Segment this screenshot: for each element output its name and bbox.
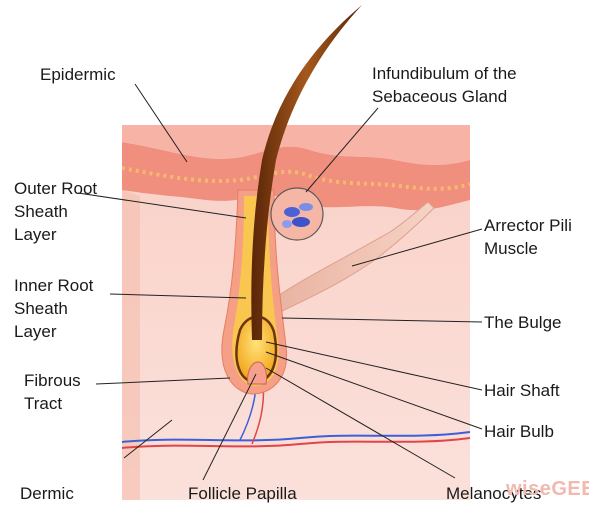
label-inner-root-line2: Sheath (14, 299, 68, 318)
label-dermic-text: Dermic (20, 484, 74, 503)
label-infundibulum-line1: Infundibulum of the (372, 64, 517, 83)
vein-red (121, 437, 471, 449)
epidermis-cell-band (121, 166, 471, 191)
leader-arrector (351, 228, 483, 267)
leader-lines (77, 83, 483, 481)
leader-epidermic (134, 83, 188, 163)
sebaceous-gland (270, 187, 324, 241)
leader-inner-root (109, 293, 247, 299)
hair-shaft (251, 5, 362, 340)
label-arrector-line1: Arrector Pili (484, 216, 572, 235)
label-inner-root-line1: Inner Root (14, 276, 94, 295)
label-follicle-papilla-text: Follicle Papilla (188, 484, 297, 503)
leader-bulge (281, 317, 483, 323)
label-epidermic: Epidermic (40, 63, 116, 86)
leader-melanocytes (265, 367, 456, 479)
arrector-pili-muscle (271, 201, 435, 313)
label-inner-root-sheath: Inner Root Sheath Layer (14, 274, 93, 343)
label-arrector-pili: Arrector Pili Muscle (484, 214, 572, 260)
label-the-bulge: The Bulge (484, 311, 562, 334)
dermis-edge-shade (122, 190, 140, 500)
label-arrector-line2: Muscle (484, 239, 538, 258)
leader-hair-shaft (265, 341, 483, 391)
leader-infundibulum (305, 107, 379, 193)
label-outer-root-sheath: Outer Root Sheath Layer (14, 177, 97, 246)
leader-follicle-papilla (202, 373, 257, 481)
label-follicle-papilla: Follicle Papilla (188, 482, 297, 505)
label-infundibulum-line2: Sebaceous Gland (372, 87, 508, 106)
blood-vessels (121, 371, 471, 449)
follicle-papilla (247, 361, 267, 385)
label-outer-root-line2: Sheath (14, 202, 68, 221)
label-bulge-text: The Bulge (484, 313, 562, 332)
leader-hair-bulb (265, 351, 483, 430)
label-fibrous-line2: Tract (24, 394, 63, 413)
epidermis-top (122, 125, 470, 165)
label-hair-bulb-text: Hair Bulb (484, 422, 554, 441)
label-hair-bulb: Hair Bulb (484, 420, 554, 443)
label-melanocytes: Melanocytes (446, 482, 541, 505)
label-dermic: Dermic (20, 482, 74, 505)
label-fibrous-line1: Fibrous (24, 371, 81, 390)
label-epidermic-text: Epidermic (40, 65, 116, 84)
label-outer-root-line3: Layer (14, 225, 57, 244)
label-infundibulum: Infundibulum of the Sebaceous Gland (372, 62, 517, 108)
epidermis-layer (122, 142, 470, 211)
leader-fibrous (95, 377, 231, 385)
watermark-logo: wiseGEEK (506, 478, 589, 500)
leader-outer-root (77, 192, 247, 219)
vein-blue (121, 431, 471, 443)
label-outer-root-line1: Outer Root (14, 179, 98, 198)
label-hair-shaft-text: Hair Shaft (484, 381, 560, 400)
label-hair-shaft: Hair Shaft (484, 379, 560, 402)
label-melanocytes-text: Melanocytes (446, 484, 542, 503)
leader-dermic (123, 419, 173, 459)
label-inner-root-line3: Layer (14, 322, 57, 341)
label-fibrous-tract: Fibrous Tract (24, 369, 81, 415)
